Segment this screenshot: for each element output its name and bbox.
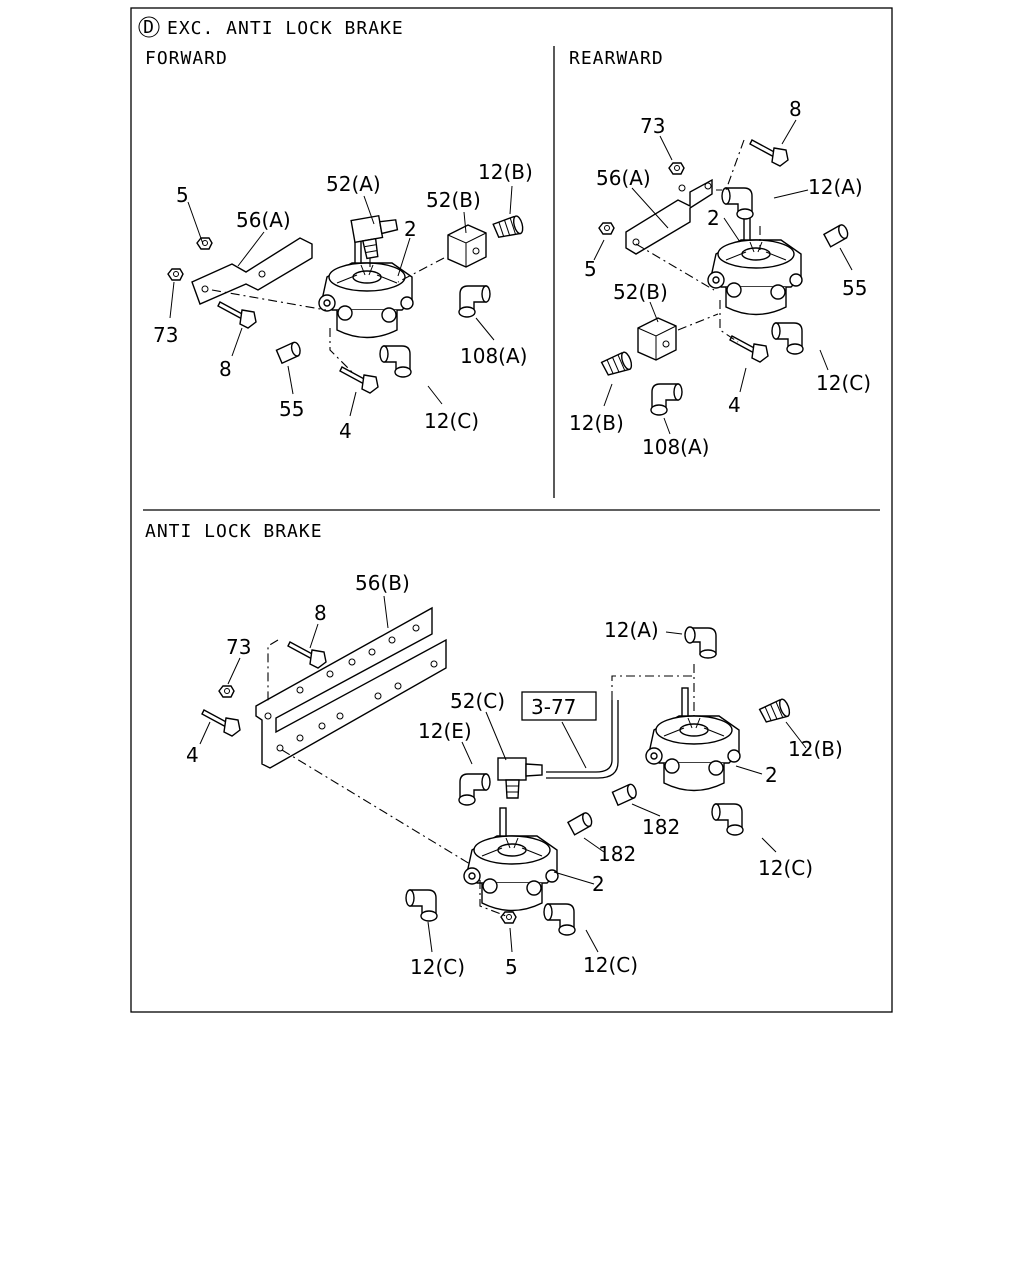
bracket-56b [255, 606, 447, 769]
callout: 8 [219, 357, 232, 381]
callout: 12(E) [418, 719, 472, 743]
callout: 56(A) [236, 208, 291, 232]
callout: 2 [765, 763, 778, 787]
callout: 55 [279, 397, 304, 421]
bracket-56a [191, 237, 313, 305]
header-forward: FORWARD [145, 48, 228, 69]
callout: 2 [592, 872, 605, 896]
callout: 12(B) [788, 737, 843, 761]
forward-callouts: 5 56(A) 52(A) 2 52(B) 12(B) 73 8 55 4 12… [153, 160, 533, 443]
callout: 12(C) [758, 856, 813, 880]
callout: 8 [314, 601, 327, 625]
callout: 12(C) [816, 371, 871, 395]
callout: 108(A) [642, 435, 709, 459]
callout: 55 [842, 276, 867, 300]
reference-3-77: 3-77 [531, 695, 576, 719]
callout: 2 [707, 206, 720, 230]
callout: 52(A) [326, 172, 381, 196]
callout: 5 [584, 257, 597, 281]
callout: 56(A) [596, 166, 651, 190]
callout: 182 [642, 815, 680, 839]
callout: 12(B) [478, 160, 533, 184]
header-exc-anti-lock-brake: EXC. ANTI LOCK BRAKE [167, 18, 404, 39]
abs-callouts: 56(B) 8 73 4 12(A) 3-77 52(C) 12(E) 12(B… [186, 571, 843, 979]
callout: 182 [598, 842, 636, 866]
svg-text:D: D [143, 17, 155, 38]
callout: 8 [789, 97, 802, 121]
header-rearward: REARWARD [569, 48, 664, 69]
bracket-56a [625, 178, 713, 255]
callout: 2 [404, 217, 417, 241]
callout: 108(A) [460, 344, 527, 368]
callout: 5 [176, 183, 189, 207]
callout: 73 [153, 323, 178, 347]
callout: 12(B) [569, 411, 624, 435]
callout: 12(C) [424, 409, 479, 433]
callout: 52(C) [450, 689, 505, 713]
rearward-callouts: 73 8 56(A) 12(A) 2 5 55 52(B) 12(B) 108(… [569, 97, 871, 459]
abs-assembly [199, 595, 807, 953]
callout: 12(A) [808, 175, 863, 199]
callout: 52(B) [426, 188, 481, 212]
callout: 56(B) [355, 571, 410, 595]
callout: 52(B) [613, 280, 668, 304]
callout: 4 [728, 393, 741, 417]
callout: 73 [226, 635, 251, 659]
forward-assembly [167, 185, 526, 417]
header-marker-icon: D [138, 16, 160, 38]
diagram-frame [130, 7, 893, 1013]
reference-box-3-77 [521, 691, 597, 721]
callout: 12(A) [604, 618, 659, 642]
callout: 12(C) [410, 955, 465, 979]
callout: 4 [186, 743, 199, 767]
callout: 5 [505, 955, 518, 979]
callout: 12(C) [583, 953, 638, 977]
header-anti-lock-brake: ANTI LOCK BRAKE [145, 521, 323, 542]
rearward-assembly [593, 119, 853, 435]
callout: 4 [339, 419, 352, 443]
callout: 73 [640, 114, 665, 138]
